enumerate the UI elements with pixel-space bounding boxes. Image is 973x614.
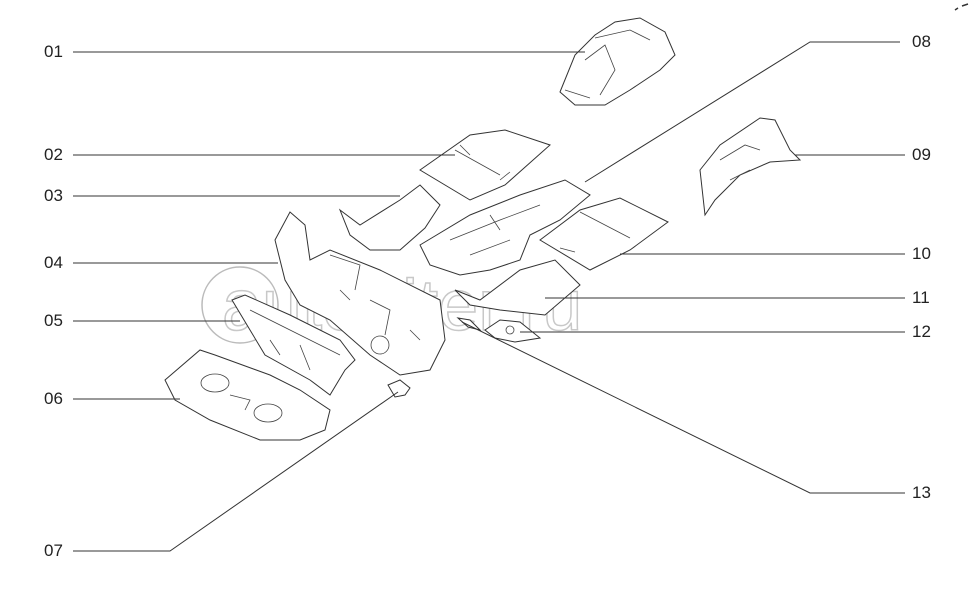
part-06 bbox=[164, 349, 331, 441]
callout-07: 07 bbox=[44, 541, 63, 560]
corner-mark bbox=[954, 3, 969, 11]
part-02 bbox=[419, 129, 551, 201]
part-10 bbox=[539, 197, 669, 271]
leader-08 bbox=[584, 41, 900, 183]
part-03 bbox=[338, 184, 441, 251]
callout-01: 01 bbox=[44, 42, 63, 61]
leader-lines bbox=[73, 41, 905, 552]
callout-11: 11 bbox=[912, 288, 930, 307]
leader-13 bbox=[461, 321, 905, 494]
callout-06: 06 bbox=[44, 389, 63, 408]
leader-07 bbox=[73, 391, 399, 552]
callout-05: 05 bbox=[44, 311, 63, 330]
part-07 bbox=[387, 379, 411, 398]
callout-12: 12 bbox=[912, 322, 931, 341]
callout-02: 02 bbox=[44, 145, 63, 164]
part-04 bbox=[274, 211, 446, 376]
part-05 bbox=[231, 294, 356, 396]
callout-04: 04 bbox=[44, 253, 63, 272]
part-09 bbox=[699, 117, 802, 217]
callout-10: 10 bbox=[912, 244, 931, 263]
callout-09: 09 bbox=[912, 145, 931, 164]
part-11 bbox=[454, 259, 581, 316]
part-08 bbox=[419, 179, 591, 276]
part-01 bbox=[559, 17, 676, 106]
callout-08: 08 bbox=[912, 32, 931, 51]
callout-03: 03 bbox=[44, 186, 63, 205]
part-13 bbox=[456, 317, 482, 331]
callout-13: 13 bbox=[912, 483, 931, 502]
